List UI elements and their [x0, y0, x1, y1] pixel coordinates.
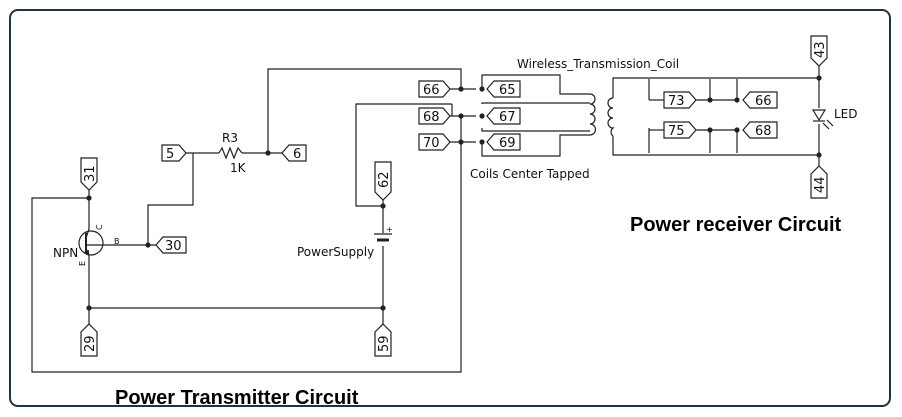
svg-text:B: B — [114, 237, 120, 246]
svg-text:PowerSupply: PowerSupply — [297, 245, 374, 259]
svg-text:29: 29 — [83, 335, 98, 352]
resistor-r3: R3 1K — [218, 131, 247, 175]
net-tag-29: 29 — [80, 323, 98, 357]
net-tag-67: 67 — [486, 107, 521, 125]
svg-text:5: 5 — [166, 147, 174, 162]
svg-text:C: C — [95, 224, 104, 230]
net-tag-66-receiver: 66 — [742, 91, 778, 109]
title-transmitter: Power Transmitter Circuit — [115, 387, 359, 409]
svg-text:66: 66 — [755, 94, 772, 109]
net-tag-73: 73 — [663, 91, 697, 109]
receiver-coil — [607, 97, 615, 137]
svg-text:44: 44 — [813, 176, 828, 193]
svg-text:31: 31 — [83, 165, 98, 182]
junction-dots — [86, 75, 822, 311]
svg-text:68: 68 — [423, 110, 440, 125]
svg-text:59: 59 — [377, 335, 392, 352]
svg-text:NPN: NPN — [53, 246, 78, 260]
svg-text:43: 43 — [813, 41, 828, 58]
net-tag-69: 69 — [486, 133, 521, 151]
svg-text:1K: 1K — [230, 161, 247, 175]
npn-transistor: NPN B C E — [53, 224, 120, 266]
svg-text:73: 73 — [668, 94, 685, 109]
net-tag-6: 6 — [281, 144, 307, 162]
net-tags: 5 6 30 31 62 29 59 — [80, 35, 828, 357]
svg-text:75: 75 — [668, 124, 685, 139]
net-tag-65: 65 — [486, 80, 521, 98]
net-tag-66-transmitter: 66 — [418, 80, 451, 98]
wires — [31, 66, 820, 373]
svg-text:E: E — [78, 261, 87, 266]
net-tag-44: 44 — [810, 165, 828, 199]
svg-text:65: 65 — [499, 83, 516, 98]
net-tag-43: 43 — [810, 35, 828, 67]
svg-text:67: 67 — [499, 110, 516, 125]
svg-text:70: 70 — [423, 136, 440, 151]
svg-text:+: + — [386, 225, 393, 234]
led: LED — [811, 107, 858, 130]
svg-text:66: 66 — [423, 83, 440, 98]
net-tag-70: 70 — [418, 133, 451, 151]
svg-text:30: 30 — [165, 239, 182, 254]
svg-text:69: 69 — [499, 136, 516, 151]
svg-text:68: 68 — [755, 124, 772, 139]
net-tag-75: 75 — [663, 121, 697, 139]
svg-text:R3: R3 — [222, 131, 238, 145]
svg-text:Coils Center Tapped: Coils Center Tapped — [470, 167, 590, 181]
diagram-frame — [9, 9, 891, 407]
net-tag-59: 59 — [374, 323, 392, 357]
power-supply-battery: + PowerSupply — [297, 225, 393, 259]
net-tag-30: 30 — [155, 236, 187, 254]
svg-text:LED: LED — [834, 107, 858, 121]
net-tag-68-receiver: 68 — [742, 121, 778, 139]
net-tag-5: 5 — [161, 144, 187, 162]
svg-text:62: 62 — [377, 171, 392, 188]
net-tag-62: 62 — [374, 161, 392, 201]
svg-text:6: 6 — [293, 147, 301, 162]
transmitter-coil: Wireless_Transmission_Coil Coils Center … — [470, 57, 679, 181]
net-tag-31: 31 — [80, 157, 98, 191]
svg-text:Wireless_Transmission_Coil: Wireless_Transmission_Coil — [517, 57, 679, 71]
net-tag-68-transmitter: 68 — [418, 107, 451, 125]
title-receiver: Power receiver Circuit — [630, 214, 842, 236]
